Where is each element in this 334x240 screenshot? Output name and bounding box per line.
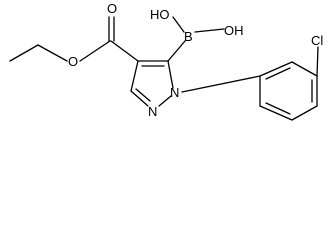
nitrogen-2-label: N: [148, 104, 157, 119]
bond-n1-phenyl: [181, 75, 261, 93]
hydroxyl-right-label: OH: [224, 23, 244, 38]
bond-boron-oh-right: [194, 28, 225, 33]
ester-oxygen-label: O: [68, 54, 78, 69]
bond-boron-oh-left: [172, 16, 185, 33]
bond-ch2-ester-oxygen: [37, 44, 68, 62]
chlorine-label: Cl: [311, 33, 323, 48]
carbonyl-oxygen-label: O: [107, 1, 117, 16]
boron-label: B: [184, 29, 193, 44]
bond-ph-inner-a: [265, 67, 291, 80]
hydroxyl-left-label: HO: [150, 7, 170, 22]
bond-ester-oxygen-carbonyl: [79, 40, 111, 62]
bond-ph-5-6: [259, 105, 293, 121]
bond-ph-inner-c: [265, 102, 291, 115]
bond-ph-1-2: [259, 61, 293, 77]
bond-carbonyl-c4: [110, 40, 139, 62]
bond-n2-n1: [158, 95, 172, 107]
bond-ph-4-5: [291, 105, 318, 121]
bond-c3-n2: [130, 90, 149, 107]
bonds: [9, 16, 319, 121]
bond-c5-boron: [167, 40, 186, 62]
bond-c3-n2-inner: [135, 88, 151, 102]
atom-labels: O O B HO OH Cl N N: [68, 1, 323, 119]
nitrogen-1-label: N: [170, 85, 179, 100]
bond-methyl-ch2: [9, 44, 39, 62]
molecule-diagram: O O B HO OH Cl N N: [9, 1, 323, 121]
bond-ph-2-3: [291, 61, 318, 77]
bond-phenyl-chlorine: [316, 46, 319, 77]
bond-n1-c5: [167, 60, 174, 89]
bond-c4-c3: [130, 60, 139, 92]
